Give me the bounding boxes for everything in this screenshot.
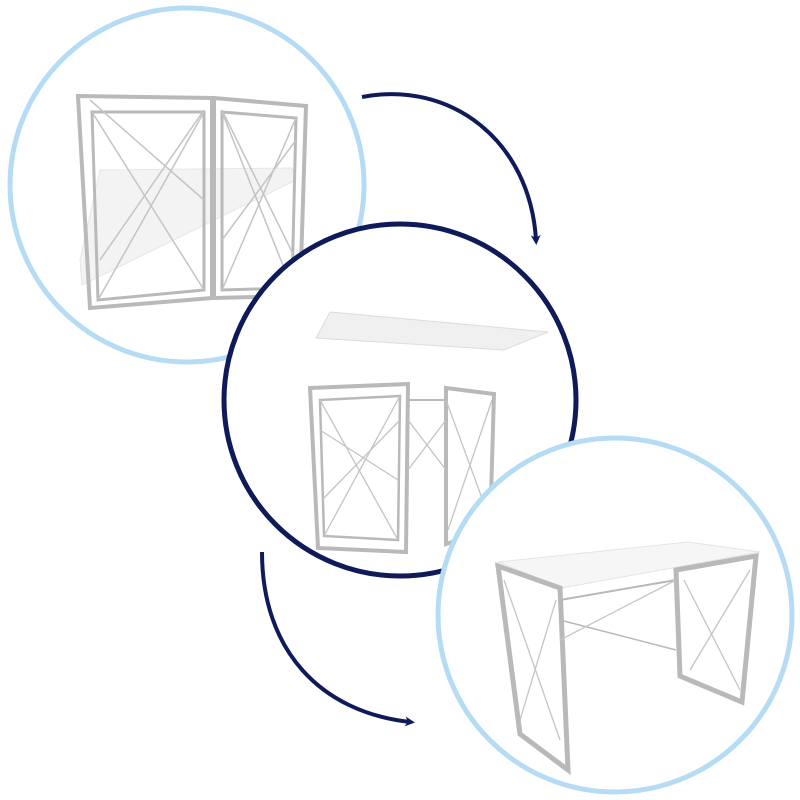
unfolding-desk-icon [307,311,549,555]
step-3-assembled [435,435,795,795]
arrow-step2-to-step3 [260,551,415,727]
folded-desk-icon [75,93,309,311]
assembled-desk-icon [494,541,761,776]
step-circle [435,435,795,795]
arrow-step1-to-step2 [361,92,541,245]
step-2-unfolding [221,221,579,579]
